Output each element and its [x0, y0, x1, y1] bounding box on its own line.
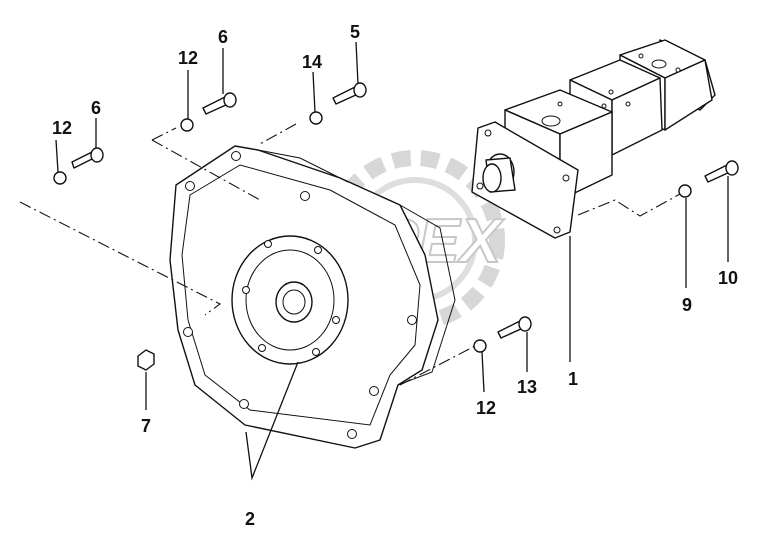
callout-12-lower: 12: [476, 398, 496, 418]
housing-adapter-plate: [169, 145, 456, 449]
washer-12-left: [53, 171, 67, 185]
cap-screw-6-top: [202, 92, 237, 115]
hydraulic-pump-assembly: [471, 39, 716, 239]
callout-12-top: 12: [178, 48, 198, 68]
callout-5: 5: [350, 22, 360, 42]
callout-6-left: 6: [91, 98, 101, 118]
washer-14: [309, 111, 323, 125]
washer-12-top: [180, 118, 194, 132]
callout-10: 10: [718, 268, 738, 288]
callout-6-top: 6: [218, 27, 228, 47]
callout-2: 2: [245, 509, 255, 529]
callout-9: 9: [682, 295, 692, 315]
cap-screw-6-left: [71, 147, 104, 169]
callout-7: 7: [141, 416, 151, 436]
nut-7: [137, 349, 155, 371]
leader-lines: [19, 41, 729, 481]
callout-13: 13: [517, 377, 537, 397]
cap-screw-5: [332, 82, 367, 105]
cap-screw-13: [497, 316, 532, 339]
cap-screw-10: [704, 160, 739, 183]
callout-14: 14: [302, 52, 322, 72]
callout-12-left: 12: [52, 118, 72, 138]
fasteners: [53, 82, 739, 371]
callout-labels: 1 2 5 6 6 7 9 10 12 12 12 13 14: [52, 22, 738, 529]
callout-1: 1: [568, 369, 578, 389]
washer-12-lower: [473, 339, 487, 353]
washer-9: [678, 184, 692, 198]
